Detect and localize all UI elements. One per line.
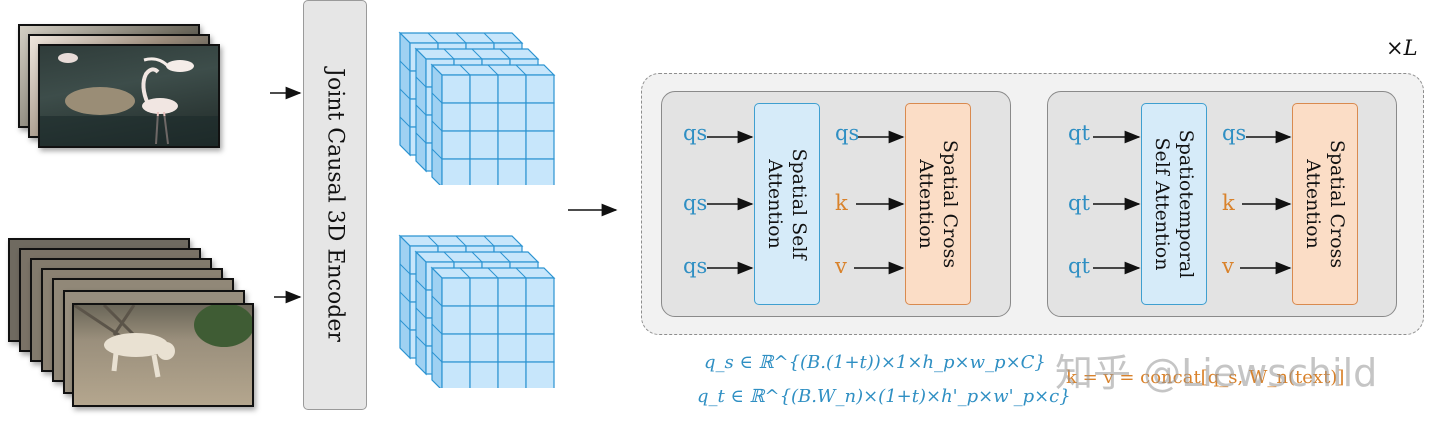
input-qt: qt <box>1068 121 1090 145</box>
input-qs: qs <box>683 121 708 145</box>
spatiotemporal-self-attention: Spatiotemporal Self Attention <box>1141 103 1207 305</box>
watermark: 知乎 @Liewschild <box>1055 351 1378 395</box>
video-frame-flamingos <box>38 44 220 148</box>
equation-qs: q_s ∈ ℝ^{(B.(1+t))×1×h_p×w_p×C} <box>704 352 1046 373</box>
spatial-self-attention: Spatial Self Attention <box>754 103 820 305</box>
input-k: k <box>1222 191 1235 215</box>
input-v: v <box>1222 254 1234 278</box>
input-qt: qt <box>1068 191 1090 215</box>
latent-cube-top <box>398 31 556 185</box>
input-qs: qs <box>683 254 708 278</box>
input-qs: qs <box>683 191 708 215</box>
input-qt: qt <box>1068 254 1090 278</box>
repeat-times-label: ×L <box>1386 36 1418 60</box>
flamingo-image <box>40 53 218 146</box>
spatial-cross-attention-2: Spatial Cross Attention <box>1292 103 1358 305</box>
spatial-cross-attention: Spatial Cross Attention <box>905 103 971 305</box>
input-qs: qs <box>1222 121 1247 145</box>
input-v: v <box>835 254 847 278</box>
equation-qt: q_t ∈ ℝ^{(B.W_n)×(1+t)×h'_p×w'_p×c} <box>697 386 1071 407</box>
dog-image <box>74 305 252 378</box>
video-frame-dog <box>72 303 254 407</box>
joint-causal-3d-encoder: Joint Causal 3D Encoder <box>303 0 367 410</box>
input-qs: qs <box>835 121 860 145</box>
latent-cube-bottom <box>398 234 556 388</box>
input-k: k <box>835 191 848 215</box>
equation-kv: k = v = concat[q_s, W_n(text)] <box>1066 367 1345 388</box>
